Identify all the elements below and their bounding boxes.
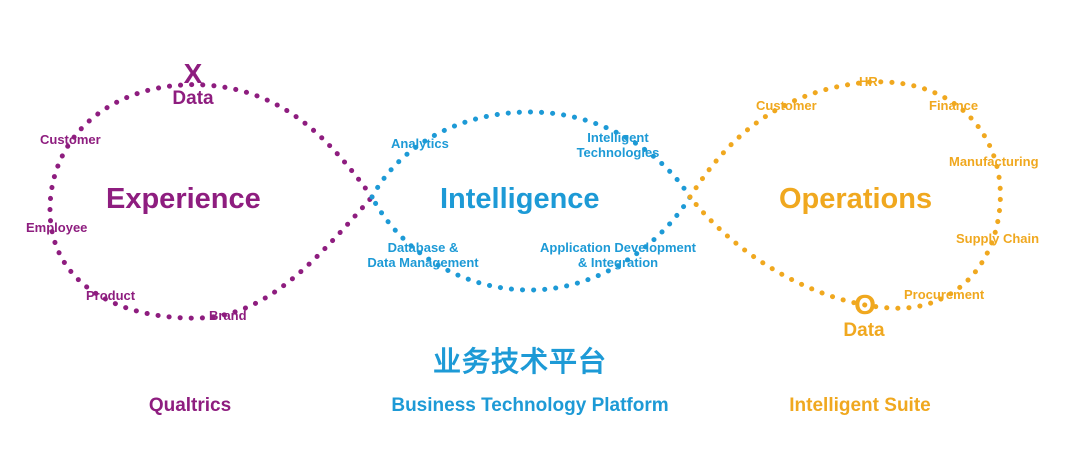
o-data-letter: O	[854, 289, 876, 320]
experience-item-product: Product	[86, 288, 136, 303]
operations-item-supply-chain: Supply Chain	[956, 231, 1040, 246]
operations-item-customer: Customer	[756, 98, 817, 113]
operations-item-procurement: Procurement	[904, 287, 985, 302]
intelligent-technologies-line-1: Intelligent	[587, 130, 649, 145]
appdev-line-1: Application Development	[539, 240, 697, 255]
platform-chinese-title: 业务技术平台	[432, 346, 607, 377]
operations-item-manufacturing: Manufacturing	[949, 154, 1039, 169]
intelligence-title: Intelligence	[440, 183, 600, 215]
operations-item-finance: Finance	[929, 98, 979, 113]
experience-title: Experience	[106, 183, 261, 215]
appdev-line-2: & Integration	[577, 254, 659, 270]
o-data-word: Data	[843, 320, 885, 341]
experience-item-brand: Brand	[209, 308, 247, 323]
footer-intelligent-suite: Intelligent Suite	[789, 395, 931, 416]
operations-loop	[687, 79, 1003, 311]
intelligence-item-analytics: Analytics	[391, 136, 449, 151]
operations-item-hr: HR	[859, 74, 878, 89]
intelligence-item-appdev: Application Development & Integration	[528, 240, 708, 271]
experience-item-employee: Employee	[26, 220, 88, 235]
intelligent-technologies-line-2: Technologies	[576, 144, 660, 160]
operations-title: Operations	[779, 183, 933, 215]
x-data-letter: X	[183, 58, 203, 89]
experience-item-customer: Customer	[40, 132, 101, 147]
intelligence-item-database: Database & Data Management	[355, 240, 491, 271]
database-line-2: Data Management	[367, 254, 479, 270]
intelligence-item-intelligent-technologies: Intelligent Technologies	[570, 130, 666, 161]
experience-loop	[47, 82, 375, 321]
database-line-1: Database &	[387, 240, 459, 255]
footer-qualtrics: Qualtrics	[148, 395, 232, 416]
footer-business-technology-platform: Business Technology Platform	[391, 395, 669, 416]
x-data-word: Data	[172, 88, 214, 109]
